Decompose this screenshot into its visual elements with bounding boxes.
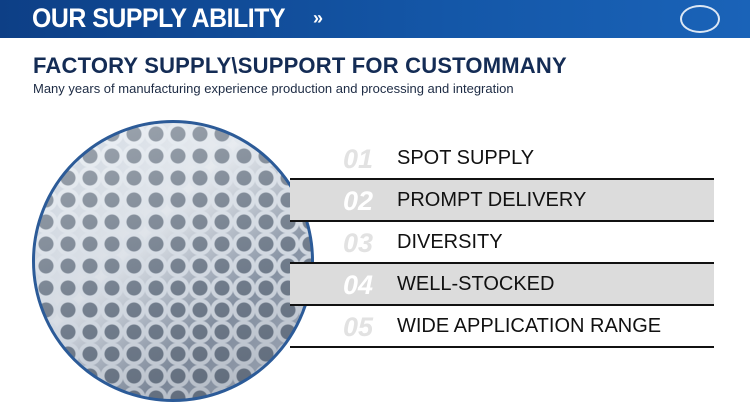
feature-row: 01 SPOT SUPPLY <box>290 138 714 180</box>
company-logo <box>680 5 720 33</box>
header-banner: OUR SUPPLY ABILITY » <box>0 0 750 38</box>
feature-row: 04 WELL-STOCKED <box>290 264 714 306</box>
feature-label: WELL-STOCKED <box>397 273 555 295</box>
feature-label: PROMPT DELIVERY <box>397 189 587 211</box>
feature-row: 02 PROMPT DELIVERY <box>290 180 714 222</box>
feature-row: 03 DIVERSITY <box>290 222 714 264</box>
feature-label: DIVERSITY <box>397 231 503 253</box>
feature-row: 05 WIDE APPLICATION RANGE <box>290 306 714 348</box>
banner-title: OUR SUPPLY ABILITY <box>32 3 286 33</box>
feature-number: 01 <box>343 144 374 174</box>
feature-label: WIDE APPLICATION RANGE <box>397 315 662 337</box>
feature-number: 04 <box>343 270 374 300</box>
feature-number: 02 <box>343 186 374 216</box>
page-title: FACTORY SUPPLY\SUPPORT FOR CUSTOMMANY <box>33 53 567 78</box>
page-subtitle: Many years of manufacturing experience p… <box>33 81 514 96</box>
feature-number: 03 <box>343 228 374 258</box>
feature-number: 05 <box>343 312 374 342</box>
steel-pipes-image <box>32 120 314 402</box>
feature-label: SPOT SUPPLY <box>397 147 535 169</box>
chevron-right-icon: » <box>313 8 324 28</box>
